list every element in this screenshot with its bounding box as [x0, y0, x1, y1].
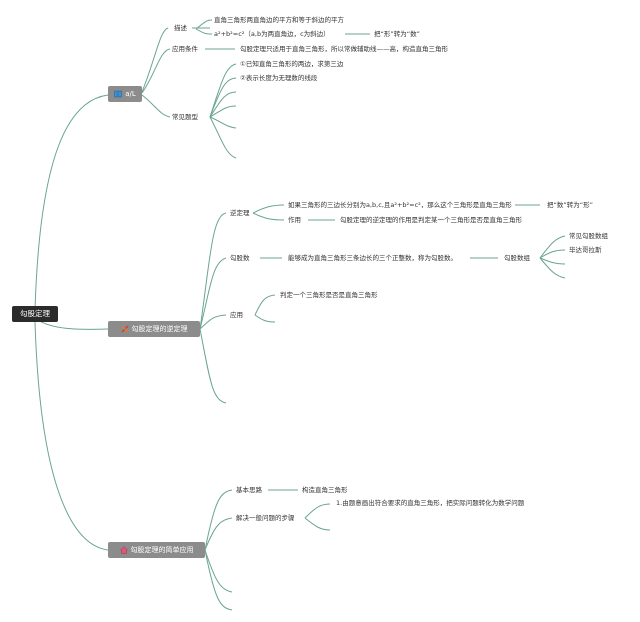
node-triple[interactable]: 勾股数 — [230, 254, 250, 262]
node-common-types[interactable]: 常见题型 — [172, 113, 198, 121]
node-basic[interactable]: 基本思路 — [236, 486, 262, 494]
node-apply-1[interactable]: 判定一个三角形是否是直角三角形 — [280, 291, 378, 299]
node-describe-2-child[interactable]: 把“形”转为“数” — [374, 30, 420, 38]
branch-1-node[interactable]: a/L — [108, 86, 142, 102]
node-describe-2[interactable]: a²+b²=c²（a,b为两直角边，c为斜边） — [214, 30, 330, 38]
node-condition-1[interactable]: 勾股定理只适用于直角三角形，所以常做辅助线——高，构造直角三角形 — [240, 45, 448, 53]
root-label: 勾股定理 — [20, 309, 50, 319]
node-triple-1[interactable]: 能够成为直角三角形三条边长的三个正整数，称为勾股数。 — [288, 254, 457, 262]
node-apply[interactable]: 应用 — [230, 311, 243, 319]
node-converse-1-child[interactable]: 把“数”转为“形” — [547, 201, 593, 209]
branch-3-label: 勾股定理的简单应用 — [130, 545, 194, 554]
node-steps-1[interactable]: 1.由题意画出符合要求的直角三角形，把实际问题转化为数学问题 — [336, 499, 525, 507]
node-describe-1[interactable]: 直角三角形两直角边的平方和等于斜边的平方 — [214, 16, 344, 24]
node-use[interactable]: 作用 — [288, 216, 301, 224]
root-node[interactable]: 勾股定理 — [12, 306, 58, 322]
node-triple-group[interactable]: 勾股数组 — [504, 254, 530, 262]
home-icon — [119, 546, 128, 554]
node-converse[interactable]: 逆定理 — [230, 209, 250, 217]
tools-icon — [121, 325, 129, 333]
branch-3-node[interactable]: 勾股定理的简单应用 — [108, 542, 205, 558]
node-triple-g2[interactable]: 毕达哥拉斯 — [569, 246, 602, 254]
node-use-1[interactable]: 勾股定理的逆定理的作用是判定某一个三角形是否是直角三角形 — [340, 216, 522, 224]
node-describe[interactable]: 描述 — [174, 24, 187, 32]
node-converse-1[interactable]: 如果三角形的三边长分别为a,b,c,且a²+b²=c²，那么这个三角形是直角三角… — [288, 201, 512, 209]
node-steps[interactable]: 解决一般问题的步骤 — [236, 514, 295, 522]
node-common-2[interactable]: ②表示长度为无理数的线段 — [240, 74, 318, 82]
branch-2-label: 勾股定理的逆定理 — [131, 324, 188, 333]
branch-1-label: a/L — [125, 89, 136, 98]
node-condition[interactable]: 应用条件 — [172, 45, 198, 53]
node-triple-g1[interactable]: 常见勾股数组 — [569, 232, 608, 240]
book-icon — [114, 90, 122, 98]
node-common-1[interactable]: ①已知直角三角形的两边，求第三边 — [240, 60, 344, 68]
node-basic-1[interactable]: 构造直角三角形 — [302, 486, 348, 494]
branch-2-node[interactable]: 勾股定理的逆定理 — [108, 321, 200, 337]
